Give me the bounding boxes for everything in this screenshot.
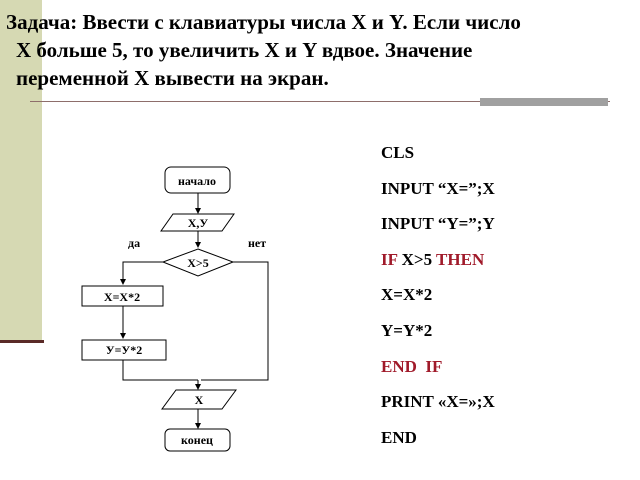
code-keyword: IF [381,249,398,269]
flowchart-connectors [120,193,269,429]
code-line: CLS [381,143,415,162]
title-line-3: переменной X вывести на экран. [16,66,329,90]
flowchart-input-label: X,У [188,216,209,230]
code-line: INPUT “X=”;X [381,178,495,198]
code-keyword: END IF [381,356,443,376]
flowchart-end: конец [164,428,231,452]
code-line: IF X>5 THEN [381,247,495,283]
flowchart-condition: X>5 [161,248,235,277]
flowchart-start-label: начало [178,174,216,188]
flowchart-start: начало [164,166,231,194]
title-line-1: Задача: Ввести с клавиатуры числа X и Y.… [6,10,521,34]
code-line: INPUT “Y=”;Y [381,214,495,234]
code-line: X=X*2 [381,285,433,305]
flowchart-yes-label: да [128,236,140,250]
code-text: X>5 [397,249,437,269]
flowchart-output-label: X [195,393,204,407]
title-line-2: X больше 5, то увеличить X и Y вдвое. Зн… [16,38,473,62]
flowchart-output: X [161,389,237,410]
basic-program-listing: CLS INPUT “X=”;X INPUT “Y=”;Y IF X>5 THE… [381,140,495,460]
flowchart-condition-label: X>5 [187,256,209,270]
sidebar-decoration [0,0,42,340]
flowchart-step1: X=X*2 [81,285,164,307]
code-line: Y=Y*2 [381,320,433,340]
code-line: PRINT «X=»;X [381,392,495,412]
flowchart-no-label: нет [248,236,266,250]
flowchart-step2-label: У=У*2 [106,343,142,357]
flowchart-input: X,У [160,213,235,232]
code-keyword: THEN [436,249,485,269]
flowchart-end-label: конец [181,433,213,447]
sidebar-underline [0,340,44,343]
task-title: Задача: Ввести с клавиатуры числа X и Y.… [6,8,626,92]
title-divider-bar [480,98,608,106]
code-line: END [381,427,417,447]
flowchart-step2: У=У*2 [81,339,167,361]
code-line: END IF [381,354,495,390]
flowchart-step1-label: X=X*2 [104,290,140,304]
title-divider [30,101,610,102]
